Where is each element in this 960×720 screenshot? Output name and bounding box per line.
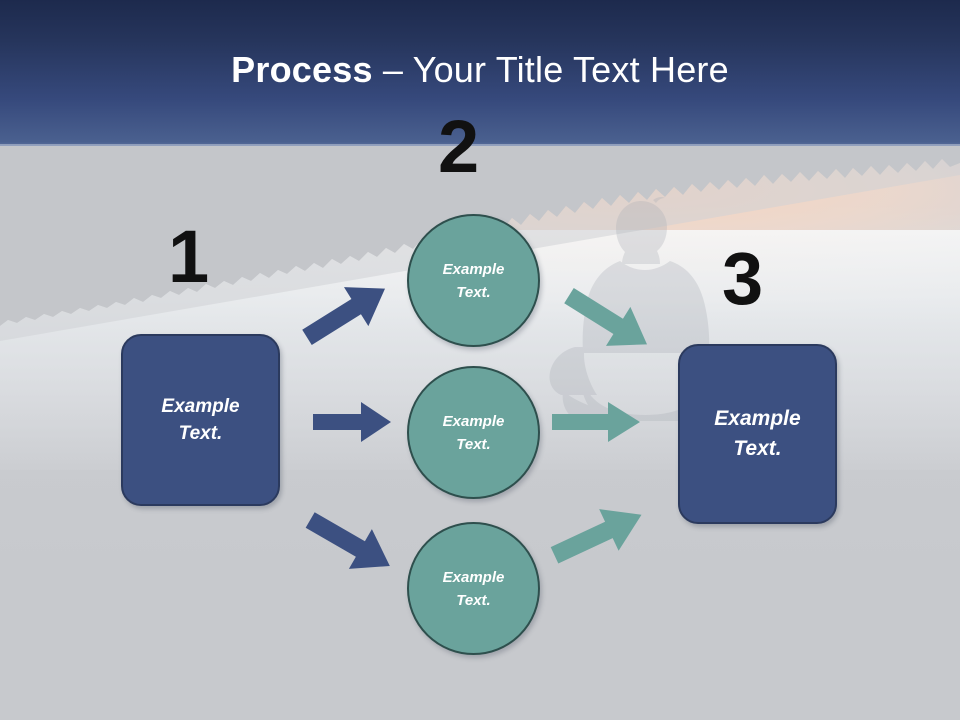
arrow-circle-bottom-to-end	[546, 500, 650, 570]
process-circle-2-line1: Example	[442, 412, 505, 430]
step-number-2: 2	[438, 105, 480, 188]
end-box[interactable]: Example Text.	[678, 344, 837, 524]
title-banner	[0, 0, 960, 146]
process-circle-1-line2: Text.	[456, 283, 491, 301]
start-box-text: Example Text.	[161, 393, 239, 447]
process-circle-3-line2: Text.	[456, 591, 491, 609]
arrow-start-to-circle-middle	[311, 400, 393, 444]
end-box-line2: Text.	[733, 437, 782, 460]
process-circle-3-line1: Example	[442, 568, 505, 586]
process-circle-1[interactable]: Example Text.	[407, 214, 540, 347]
process-circle-3-text: Example Text.	[443, 566, 505, 612]
process-circle-3[interactable]: Example Text.	[407, 522, 540, 655]
page-title-rest: Your Title Text Here	[412, 49, 729, 90]
end-box-line1: Example	[714, 407, 801, 430]
process-circle-1-line1: Example	[442, 260, 505, 278]
step-number-1: 1	[168, 215, 210, 298]
page-title-separator: –	[372, 49, 413, 90]
start-box-line2: Text.	[178, 423, 223, 444]
process-circle-2-text: Example Text.	[443, 410, 505, 456]
page-title: Process – Your Title Text Here	[0, 48, 960, 92]
process-circle-1-text: Example Text.	[443, 258, 505, 304]
arrow-circle-top-to-end	[558, 285, 658, 355]
arrow-start-to-circle-top	[296, 278, 396, 348]
start-box[interactable]: Example Text.	[121, 334, 280, 506]
start-box-line1: Example	[161, 396, 240, 417]
arrow-circle-middle-to-end	[550, 400, 642, 444]
page-title-bold: Process	[231, 49, 373, 90]
title-banner-rule	[0, 144, 960, 146]
end-box-text: Example Text.	[714, 404, 800, 464]
step-number-3: 3	[722, 237, 764, 320]
process-circle-2-line2: Text.	[456, 435, 491, 453]
arrow-start-to-circle-bottom	[300, 508, 400, 578]
process-circle-2[interactable]: Example Text.	[407, 366, 540, 499]
